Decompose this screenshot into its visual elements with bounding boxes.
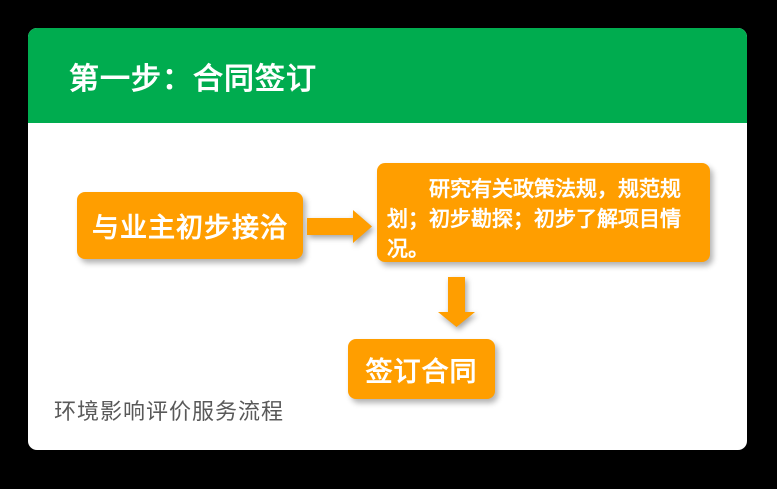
flow-box-sign-contract: 签订合同 xyxy=(348,339,495,399)
slide-card: 第一步：合同签订 与业主初步接洽 研究有关政策法规，规范规划；初步勘探；初步了解… xyxy=(28,28,747,450)
slide-title: 第一步：合同签订 xyxy=(69,62,317,96)
flow-box-sign-contract-label: 签订合同 xyxy=(365,356,478,387)
slide-caption: 环境影响评价服务流程 xyxy=(54,399,285,424)
flow-box-research-policies-text: 研究有关政策法规，规范规划；初步勘探；初步了解项目情况。 xyxy=(387,178,681,261)
flow-box-initial-contact: 与业主初步接洽 xyxy=(77,192,303,259)
flow-box-initial-contact-label: 与业主初步接洽 xyxy=(92,213,288,243)
arrow-right-icon xyxy=(307,210,372,243)
arrow-down-icon xyxy=(438,277,475,327)
flow-box-research-policies: 研究有关政策法规，规范规划；初步勘探；初步了解项目情况。 xyxy=(377,163,710,262)
slide-header-band: 第一步：合同签订 xyxy=(28,28,747,123)
